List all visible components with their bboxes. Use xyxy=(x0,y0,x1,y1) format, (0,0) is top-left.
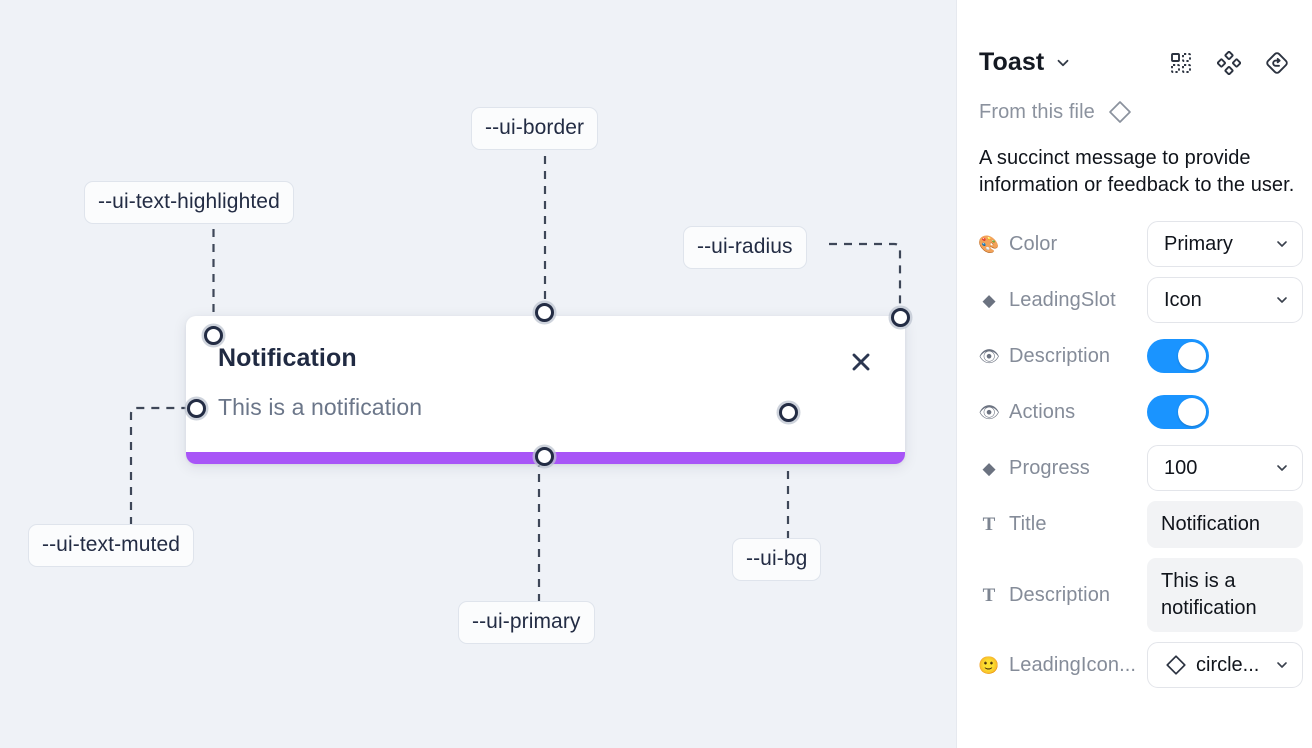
color-select[interactable]: Primary xyxy=(1147,221,1303,267)
variants-cluster-icon[interactable] xyxy=(1216,50,1242,76)
diamond-icon xyxy=(1107,99,1133,125)
token-chip-ui-radius[interactable]: --ui-radius xyxy=(683,226,807,269)
title-input[interactable]: Notification xyxy=(1147,501,1303,548)
toast-description: This is a notification xyxy=(218,394,423,420)
eye-icon: 👁 xyxy=(978,402,1000,422)
property-label-group: T Title xyxy=(979,513,1147,536)
leadingicon-select[interactable]: circle... xyxy=(1147,642,1303,688)
chevron-down-icon xyxy=(1274,236,1290,252)
description-input[interactable]: This is a notification xyxy=(1147,558,1303,632)
property-label: Color xyxy=(1009,232,1058,255)
toggle-knob xyxy=(1178,398,1206,426)
eye-icon: 👁 xyxy=(978,346,1000,366)
property-label-group: 🙂 LeadingIcon... xyxy=(978,653,1147,677)
property-control: Notification xyxy=(1147,501,1303,548)
token-chip-ui-text-highlighted[interactable]: --ui-text-highlighted xyxy=(84,181,294,224)
chevron-down-icon xyxy=(1274,292,1290,308)
diamond-icon xyxy=(1164,653,1188,677)
diamond-icon: ◆ xyxy=(982,458,996,478)
smiley-icon: 🙂 xyxy=(978,655,1000,675)
property-label-group: 👁 Actions xyxy=(978,400,1147,424)
properties-panel: Toast xyxy=(956,0,1312,748)
color-select-value: Primary xyxy=(1164,232,1233,255)
chevron-down-icon xyxy=(1274,657,1290,673)
panel-header: Toast xyxy=(957,0,1312,77)
component-description: A succinct message to provide informatio… xyxy=(979,147,1295,196)
toast-preview-card[interactable]: Notification This is a notification xyxy=(186,316,905,464)
from-this-file-row: From this file xyxy=(957,77,1312,125)
leadingicon-select-value: circle... xyxy=(1196,653,1260,676)
property-label: Progress xyxy=(1009,456,1090,479)
property-label-group: T Description xyxy=(979,584,1147,607)
panel-header-actions xyxy=(1168,50,1290,76)
toggle-knob xyxy=(1178,342,1206,370)
anchor-dot-ui-border[interactable] xyxy=(535,303,554,322)
token-chip-ui-text-muted[interactable]: --ui-text-muted xyxy=(28,524,195,567)
anchor-dot-ui-text-highlighted[interactable] xyxy=(204,326,223,345)
reset-instance-icon[interactable] xyxy=(1264,50,1290,76)
token-chip-ui-border[interactable]: --ui-border xyxy=(471,107,599,150)
connector-ui-radius xyxy=(829,242,902,310)
property-label: LeadingSlot xyxy=(1009,288,1116,311)
property-row-actions-toggle: 👁 Actions xyxy=(978,389,1294,435)
property-row-leadingicon: 🙂 LeadingIcon... circle... xyxy=(978,642,1303,688)
property-label-group: ◆ LeadingSlot xyxy=(979,289,1147,312)
close-icon[interactable] xyxy=(847,348,875,376)
connector-ui-text-muted xyxy=(129,406,189,525)
property-list: 🎨 Color Primary ◆ LeadingSlot xyxy=(957,199,1312,688)
property-label: Description xyxy=(1009,344,1111,367)
token-chip-ui-primary[interactable]: --ui-primary xyxy=(458,601,595,644)
property-row-leadingslot: ◆ LeadingSlot Icon xyxy=(979,277,1303,323)
leadingslot-select-value: Icon xyxy=(1164,288,1202,311)
anchor-dot-ui-radius[interactable] xyxy=(891,308,910,327)
property-control xyxy=(1147,339,1294,373)
property-label-group: ◆ Progress xyxy=(979,457,1147,480)
property-row-description-text: T Description This is a notification xyxy=(979,558,1303,632)
page-title: Toast xyxy=(979,48,1045,76)
property-row-color: 🎨 Color Primary xyxy=(978,221,1303,267)
text-icon: T xyxy=(982,584,996,606)
property-label: Description xyxy=(1009,583,1111,606)
component-set-icon[interactable] xyxy=(1168,50,1194,76)
chevron-down-icon[interactable] xyxy=(1054,54,1072,72)
property-control xyxy=(1147,395,1294,429)
design-canvas[interactable]: --ui-text-highlighted --ui-border --ui-r… xyxy=(0,0,956,748)
property-label: Title xyxy=(1009,513,1047,535)
property-row-progress: ◆ Progress 100 xyxy=(979,445,1303,491)
property-label: Actions xyxy=(1009,400,1076,423)
text-icon: T xyxy=(982,514,996,535)
property-control: This is a notification xyxy=(1147,558,1303,632)
property-row-description-toggle: 👁 Description xyxy=(978,333,1294,379)
token-chip-ui-bg[interactable]: --ui-bg xyxy=(732,538,822,581)
property-control: Primary xyxy=(1147,221,1303,267)
chevron-down-icon xyxy=(1274,460,1290,476)
leadingslot-select[interactable]: Icon xyxy=(1147,277,1303,323)
anchor-dot-ui-primary[interactable] xyxy=(535,447,554,466)
property-label: LeadingIcon... xyxy=(1009,653,1137,676)
property-control: Icon xyxy=(1147,277,1303,323)
progress-select-value: 100 xyxy=(1164,456,1198,479)
description-toggle[interactable] xyxy=(1147,339,1209,373)
anchor-dot-ui-bg[interactable] xyxy=(779,403,798,422)
property-label-group: 👁 Description xyxy=(978,344,1147,368)
property-control: circle... xyxy=(1147,642,1303,688)
property-control: 100 xyxy=(1147,445,1303,491)
anchor-dot-ui-text-muted[interactable] xyxy=(187,399,206,418)
property-row-title: T Title Notification xyxy=(979,501,1303,548)
from-this-file-label: From this file xyxy=(979,100,1095,123)
toast-title: Notification xyxy=(218,344,357,372)
property-label-group: 🎨 Color xyxy=(978,232,1147,256)
progress-select[interactable]: 100 xyxy=(1147,445,1303,491)
actions-toggle[interactable] xyxy=(1147,395,1209,429)
diamond-icon: ◆ xyxy=(982,290,996,310)
palette-icon: 🎨 xyxy=(978,234,1000,254)
